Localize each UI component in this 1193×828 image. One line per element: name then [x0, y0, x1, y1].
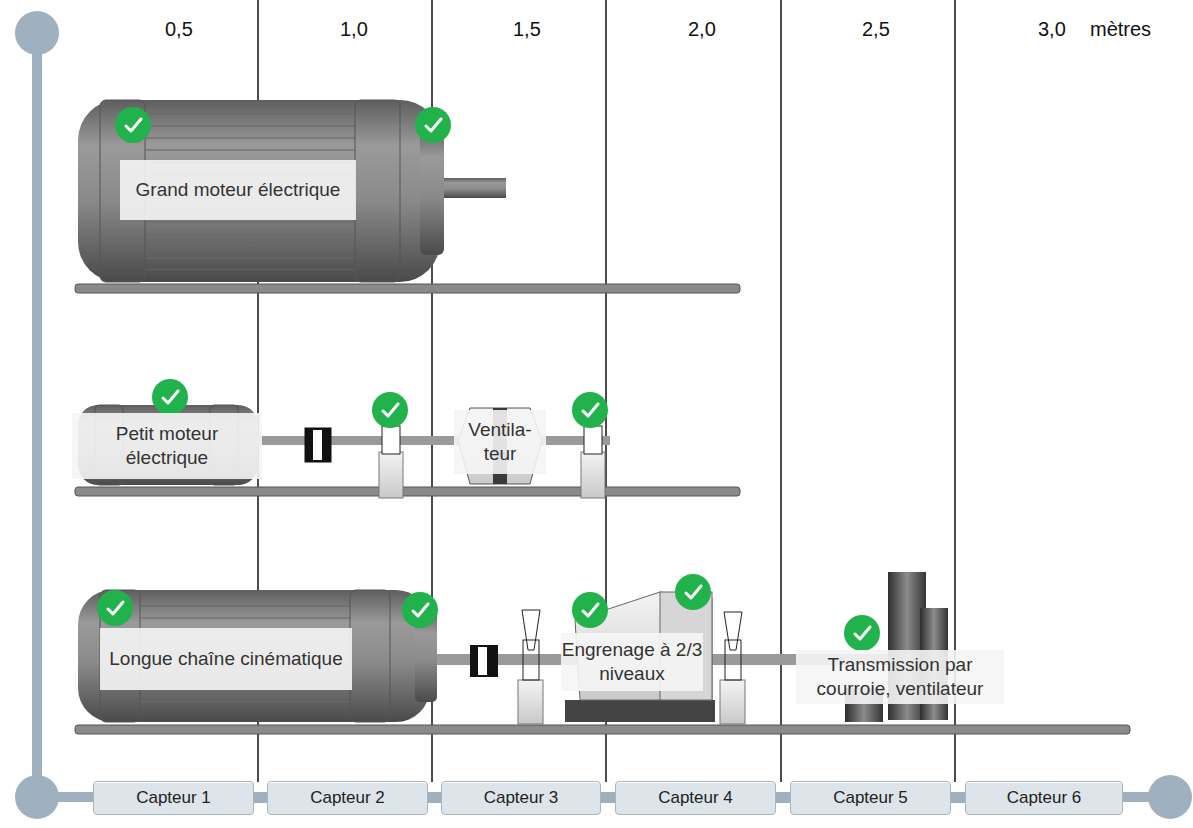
scale-label: 0,5: [165, 18, 193, 41]
machine-label: Petit moteur électrique: [72, 413, 262, 479]
scale-label: 2,5: [862, 18, 890, 41]
node-text: Ventila- teur: [454, 418, 546, 466]
scale-label: 1,0: [340, 18, 368, 41]
sensor-link: [428, 793, 441, 803]
sensor-box: Capteur 5: [790, 781, 951, 815]
node-text: Petit moteur électrique: [72, 422, 262, 470]
node-text: Capteur 1: [136, 788, 211, 808]
node-text: Capteur 4: [658, 788, 733, 808]
sensor-link: [254, 793, 267, 803]
machine-label: Engrenage à 2/3 niveaux: [561, 633, 703, 691]
node-text: Longue chaîne cinématique: [109, 647, 342, 671]
machine-label: Longue chaîne cinématique: [100, 628, 352, 690]
sensor-box: Capteur 3: [441, 781, 601, 815]
sensor-box: Capteur 6: [965, 781, 1123, 815]
node-text: Transmission par courroie, ventilateur: [796, 653, 1004, 701]
scale-label: mètres: [1090, 18, 1151, 41]
sensor-box: Capteur 4: [615, 781, 776, 815]
sensor-box: Capteur 2: [267, 781, 428, 815]
sensor-box: Capteur 1: [93, 781, 254, 815]
scale-label: 3,0: [1038, 18, 1066, 41]
scale-label: 2,0: [688, 18, 716, 41]
machine-label: Transmission par courroie, ventilateur: [796, 650, 1004, 704]
node-text: Capteur 5: [833, 788, 908, 808]
sensor-link: [951, 793, 965, 803]
node-text: Capteur 3: [484, 788, 559, 808]
sensor-link: [776, 793, 790, 803]
node-text: Capteur 2: [310, 788, 385, 808]
node-text: Engrenage à 2/3 niveaux: [561, 638, 703, 686]
machine-label: Ventila- teur: [454, 410, 546, 474]
machine-label: Grand moteur électrique: [120, 160, 356, 220]
scale-label: 1,5: [513, 18, 541, 41]
sensor-link: [601, 793, 615, 803]
node-text: Grand moteur électrique: [136, 178, 341, 202]
node-text: Capteur 6: [1007, 788, 1082, 808]
